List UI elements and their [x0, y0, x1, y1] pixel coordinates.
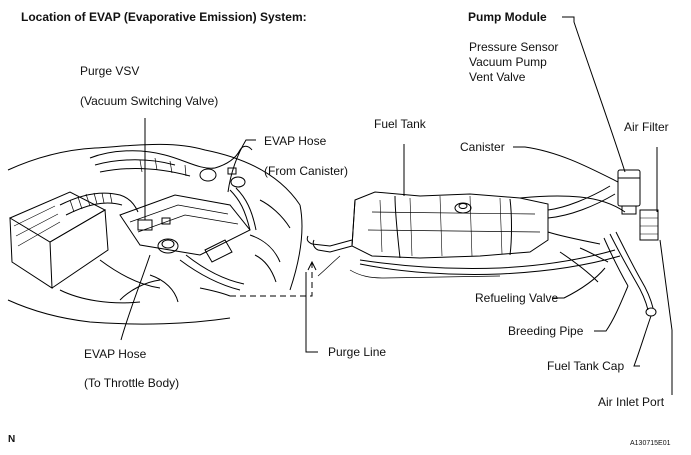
purge-line-connector — [199, 260, 317, 297]
label-pump-module: Pump Module — [468, 10, 547, 24]
label-pressure-sensor: Pressure Sensor — [469, 40, 559, 54]
figure-code: A130715E01 — [630, 440, 671, 447]
engine-bay-illustration — [7, 143, 303, 325]
label-canister: Canister — [460, 140, 505, 154]
label-from-canister: (From Canister) — [264, 164, 349, 178]
label-fuel-tank-cap: Fuel Tank Cap — [547, 359, 625, 373]
leader-lines — [120, 16, 673, 395]
fuel-tank-illustration — [306, 169, 659, 317]
label-fuel-tank: Fuel Tank — [374, 117, 426, 131]
label-air-inlet-port: Air Inlet Port — [598, 395, 665, 409]
label-breeding-pipe: Breeding Pipe — [508, 324, 584, 338]
label-purge-vsv: Purge VSV — [80, 64, 140, 78]
label-evap-hose-throttle: EVAP Hose — [84, 347, 147, 361]
label-purge-vsv-full: (Vacuum Switching Valve) — [80, 94, 219, 108]
label-vacuum-pump: Vacuum Pump — [469, 55, 547, 69]
label-refueling-valve: Refueling Valve — [475, 291, 559, 305]
label-air-filter: Air Filter — [624, 120, 669, 134]
label-purge-line: Purge Line — [328, 345, 387, 359]
label-evap-hose-canister: EVAP Hose — [264, 134, 327, 148]
label-to-throttle-body: (To Throttle Body) — [84, 376, 180, 390]
label-vent-valve: Vent Valve — [469, 70, 526, 84]
diagram-title: Location of EVAP (Evaporative Emission) … — [21, 10, 307, 24]
footer-left-mark: N — [8, 434, 16, 445]
